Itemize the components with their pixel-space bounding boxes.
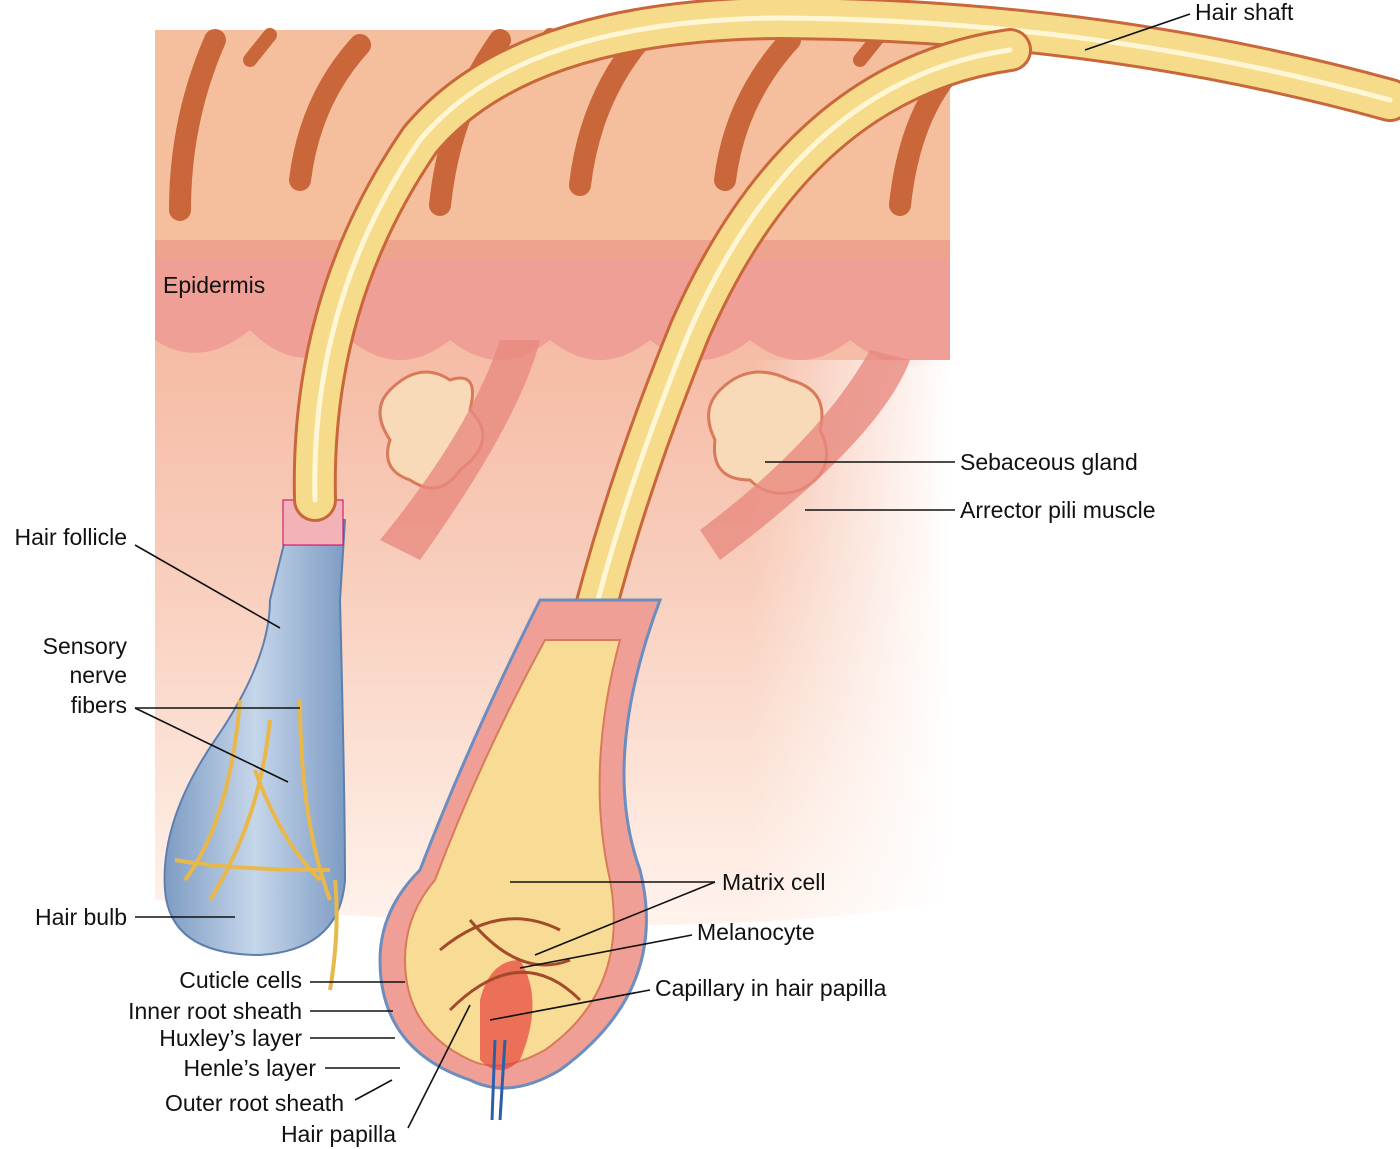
labels: Hair shaft Epidermis Sebaceous gland Arr… — [15, 0, 1295, 1147]
label-hair-follicle: Hair follicle — [15, 524, 127, 550]
label-inner-root-sheath: Inner root sheath — [128, 998, 302, 1024]
label-sebaceous-gland: Sebaceous gland — [960, 449, 1138, 475]
leader-lines — [134, 13, 1191, 1129]
label-capillary-in-hair-papilla: Capillary in hair papilla — [655, 975, 887, 1001]
label-sensory-nerve-fibers-2: nerve — [69, 662, 127, 688]
label-huxleys-layer: Huxley’s layer — [159, 1025, 302, 1051]
label-outer-root-sheath: Outer root sheath — [165, 1090, 344, 1116]
label-sensory-nerve-fibers-1: Sensory — [43, 633, 128, 659]
label-sensory-nerve-fibers-3: fibers — [71, 692, 127, 718]
label-hair-shaft: Hair shaft — [1195, 0, 1294, 25]
label-hair-papilla: Hair papilla — [281, 1121, 396, 1147]
label-matrix-cell: Matrix cell — [722, 869, 826, 895]
label-henles-layer: Henle’s layer — [183, 1055, 316, 1081]
label-cuticle-cells: Cuticle cells — [179, 967, 302, 993]
left-hair-follicle — [163, 499, 347, 991]
label-epidermis: Epidermis — [163, 272, 265, 298]
label-arrector-pili-muscle: Arrector pili muscle — [960, 497, 1156, 523]
label-hair-bulb: Hair bulb — [35, 904, 127, 930]
arrector-pili-muscles — [380, 340, 910, 560]
label-melanocyte: Melanocyte — [697, 919, 815, 945]
hair-shafts — [292, 0, 1400, 842]
